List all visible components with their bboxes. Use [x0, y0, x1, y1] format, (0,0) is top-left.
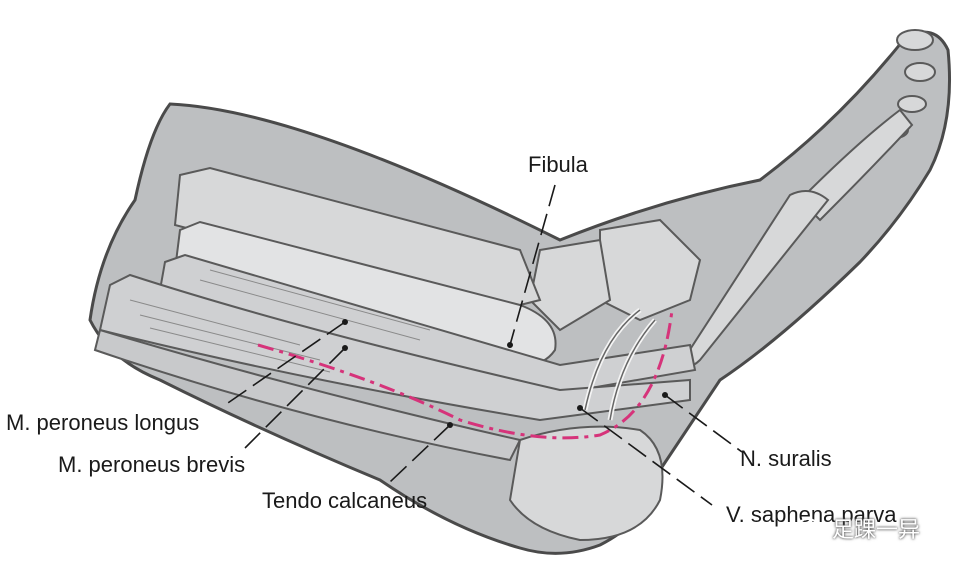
wechat-icon: [797, 518, 825, 538]
label-peroneus-brevis: M. peroneus brevis: [58, 452, 246, 477]
label-n-suralis: N. suralis: [740, 446, 832, 471]
label-v-saphena-parva: V. saphena parva: [726, 502, 897, 527]
peroneal-muscles: [98, 253, 697, 422]
leader-lines: [224, 184, 743, 506]
foot-bones: [528, 108, 914, 368]
muscle-striations: [129, 269, 431, 373]
label-points: [342, 319, 668, 428]
tibia-bone: [173, 166, 542, 312]
calcaneus-bone: [508, 425, 664, 542]
label-tendo-calcaneus: Tendo calcaneus: [262, 488, 428, 513]
label-fibula: Fibula: [528, 152, 588, 177]
incision-line: [257, 309, 674, 440]
achilles-tendon: [93, 328, 522, 462]
watermark-text: 足踝一异: [832, 518, 921, 543]
watermark: 足踝一异: [796, 512, 920, 544]
label-peroneus-longus: M. peroneus longus: [6, 410, 200, 435]
